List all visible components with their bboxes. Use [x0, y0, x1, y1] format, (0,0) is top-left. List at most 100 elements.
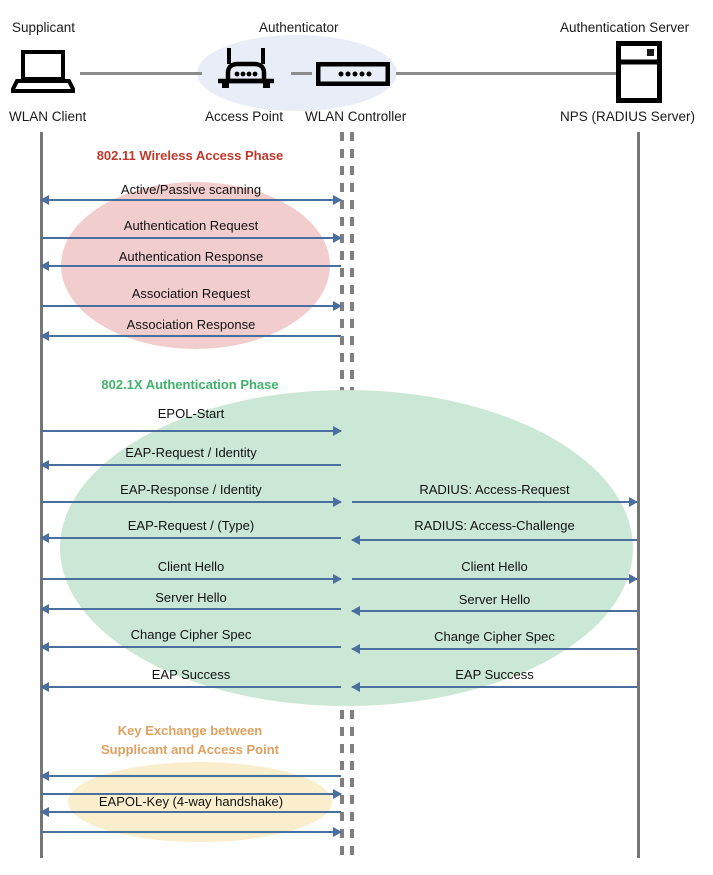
arrow-head-right — [629, 573, 638, 584]
arrow-shaft — [41, 608, 341, 610]
arrow-head-right — [333, 573, 342, 584]
arrow-head-left — [40, 603, 49, 614]
arrow-shaft — [352, 539, 637, 541]
message-label-left-0: Active/Passive scanning — [120, 182, 262, 197]
arrow-head-left — [351, 681, 360, 692]
arrow-head-left — [351, 605, 360, 616]
arrow-head-left — [40, 532, 49, 543]
arrow-shaft — [41, 578, 341, 580]
arrow-head-left — [40, 330, 49, 341]
phase-ellipse-8021x — [60, 390, 633, 706]
server-icon — [616, 41, 662, 108]
message-arrow-left-3 — [41, 300, 342, 311]
arrow-shaft — [41, 237, 341, 239]
arrow-head-left — [40, 641, 49, 652]
phase-title-key-exchange: Key Exchange between Supplicant and Acce… — [41, 721, 339, 759]
lifeline-authentication-server — [637, 132, 640, 858]
message-label-left-8: EAP-Request / (Type) — [127, 518, 255, 533]
message-arrow-left-13 — [40, 770, 341, 781]
wire-ap-to-controller — [291, 72, 312, 75]
arrow-shaft — [41, 265, 341, 267]
message-arrow-right-3 — [351, 605, 637, 616]
phase-title-80211: 802.11 Wireless Access Phase — [96, 148, 284, 163]
message-arrow-right-5 — [351, 681, 637, 692]
message-label-left-1: Authentication Request — [123, 218, 259, 233]
arrow-head-left — [40, 681, 49, 692]
message-label-left-9: Client Hello — [157, 559, 225, 574]
arrow-shaft — [41, 464, 341, 466]
arrow-shaft — [41, 686, 341, 688]
message-label-right-4: Change Cipher Spec — [434, 629, 555, 644]
message-arrow-left-5 — [41, 425, 342, 436]
node-label-wlan-client: WLAN Client — [9, 109, 87, 124]
message-label-left-4: Association Response — [126, 317, 256, 332]
access-point-icon — [216, 48, 276, 101]
node-label-nps-radius-server: NPS (RADIUS Server) — [560, 109, 696, 124]
message-arrow-left-0 — [40, 194, 342, 205]
message-arrow-left-11 — [40, 641, 341, 652]
arrow-head-right — [333, 232, 342, 243]
arrow-shaft — [41, 335, 341, 337]
arrow-head-left — [40, 770, 49, 781]
arrow-head-left — [351, 534, 360, 545]
message-arrow-right-2 — [352, 573, 638, 584]
arrow-shaft — [352, 501, 637, 503]
message-arrow-left-16 — [41, 826, 342, 837]
message-label-left-3: Association Request — [131, 286, 251, 301]
arrow-shaft — [352, 648, 637, 650]
message-arrow-left-15 — [40, 806, 341, 817]
message-arrow-left-2 — [40, 260, 341, 271]
message-label-right-5: EAP Success — [455, 667, 534, 682]
arrow-shaft — [41, 775, 341, 777]
arrow-shaft — [41, 501, 341, 503]
arrow-shaft — [41, 199, 341, 201]
arrow-shaft — [41, 537, 341, 539]
message-label-right-1: RADIUS: Access-Challenge — [414, 518, 575, 533]
message-arrow-left-14 — [41, 788, 342, 799]
message-arrow-left-7 — [41, 496, 342, 507]
arrow-shaft — [352, 578, 637, 580]
message-arrow-left-4 — [40, 330, 341, 341]
message-arrow-right-4 — [351, 643, 637, 654]
wire-client-to-ap — [80, 72, 202, 75]
wire-controller-to-server — [396, 72, 617, 75]
arrow-head-right — [629, 496, 638, 507]
message-label-right-2: Client Hello — [461, 559, 528, 574]
arrow-head-left — [40, 806, 49, 817]
message-arrow-left-8 — [40, 532, 341, 543]
arrow-head-right — [333, 194, 342, 205]
message-label-left-12: EAP Success — [151, 667, 231, 682]
arrow-shaft — [41, 430, 341, 432]
arrow-head-right — [333, 300, 342, 311]
arrow-head-right — [333, 496, 342, 507]
message-label-left-7: EAP-Response / Identity — [120, 482, 262, 497]
arrow-shaft — [41, 811, 341, 813]
role-label-authenticator: Authenticator — [259, 20, 339, 35]
message-label-left-11: Change Cipher Spec — [130, 627, 252, 642]
message-arrow-right-1 — [351, 534, 637, 545]
phase-title-8021x: 802.1X Authentication Phase — [101, 377, 279, 392]
arrow-head-right — [333, 788, 342, 799]
message-arrow-left-1 — [41, 232, 342, 243]
arrow-shaft — [352, 610, 637, 612]
role-label-authentication-server: Authentication Server — [560, 20, 690, 35]
phase-title-key-line2: Supplicant and Access Point — [101, 742, 279, 757]
message-arrow-right-0 — [352, 496, 638, 507]
laptop-icon — [8, 50, 78, 99]
wlan-controller-icon — [315, 61, 391, 91]
arrow-head-left — [351, 643, 360, 654]
arrow-shaft — [352, 686, 637, 688]
node-label-wlan-controller: WLAN Controller — [305, 109, 407, 124]
message-arrow-left-6 — [40, 459, 341, 470]
message-label-left-14: EAPOL-Key (4-way handshake) — [98, 794, 284, 809]
message-arrow-left-10 — [40, 603, 341, 614]
message-label-left-6: EAP-Request / Identity — [125, 445, 257, 460]
message-arrow-left-12 — [40, 681, 341, 692]
message-label-right-0: RADIUS: Access-Request — [419, 482, 570, 497]
message-label-right-3: Server Hello — [458, 592, 531, 607]
node-label-access-point: Access Point — [205, 109, 284, 124]
arrow-shaft — [41, 793, 341, 795]
arrow-head-right — [333, 826, 342, 837]
message-label-left-5: EPOL-Start — [157, 406, 225, 421]
arrow-shaft — [41, 646, 341, 648]
